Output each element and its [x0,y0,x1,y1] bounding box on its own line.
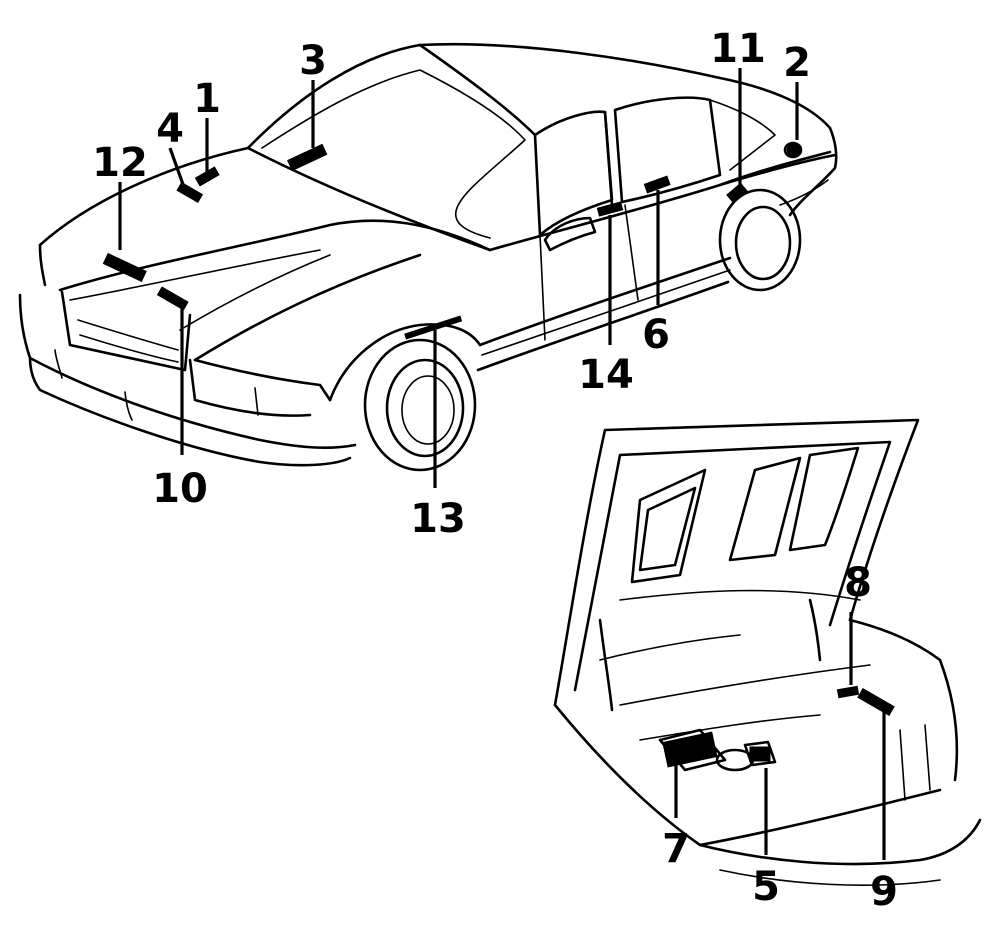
callout-7: 7 [662,826,690,872]
callout-11: 11 [710,26,766,72]
callout-3: 3 [299,38,327,84]
sedan-illustration [18,42,838,472]
callout-5: 5 [752,864,780,910]
leader-lines [118,68,886,860]
callout-13: 13 [410,496,466,542]
label-mark-1 [194,166,220,187]
callout-6: 6 [642,312,670,358]
label-mark-2 [786,143,801,157]
leader-4 [168,147,187,191]
label-mark-6 [643,175,671,194]
callout-numbers: 1 2 3 4 5 6 7 8 9 10 11 12 13 14 [92,26,898,915]
label-mark-12 [102,252,147,282]
callout-10: 10 [152,466,208,512]
callout-9: 9 [870,869,898,915]
label-mark-11 [726,182,748,204]
label-mark-7 [662,731,718,768]
label-mark-10 [156,286,189,311]
callout-8: 8 [844,560,872,606]
callout-14: 14 [578,352,634,398]
label-mark-3 [287,143,328,172]
label-mark-5 [749,746,771,762]
callout-1: 1 [193,76,221,122]
label-mark-4 [176,181,204,204]
label-mark-14 [596,201,624,217]
label-mark-8 [836,685,860,699]
label-marks [102,143,895,768]
label-mark-9 [857,687,895,717]
label-mark-13 [404,315,463,340]
callout-4: 4 [156,106,184,152]
callout-2: 2 [783,40,811,86]
callout-12: 12 [92,140,148,186]
